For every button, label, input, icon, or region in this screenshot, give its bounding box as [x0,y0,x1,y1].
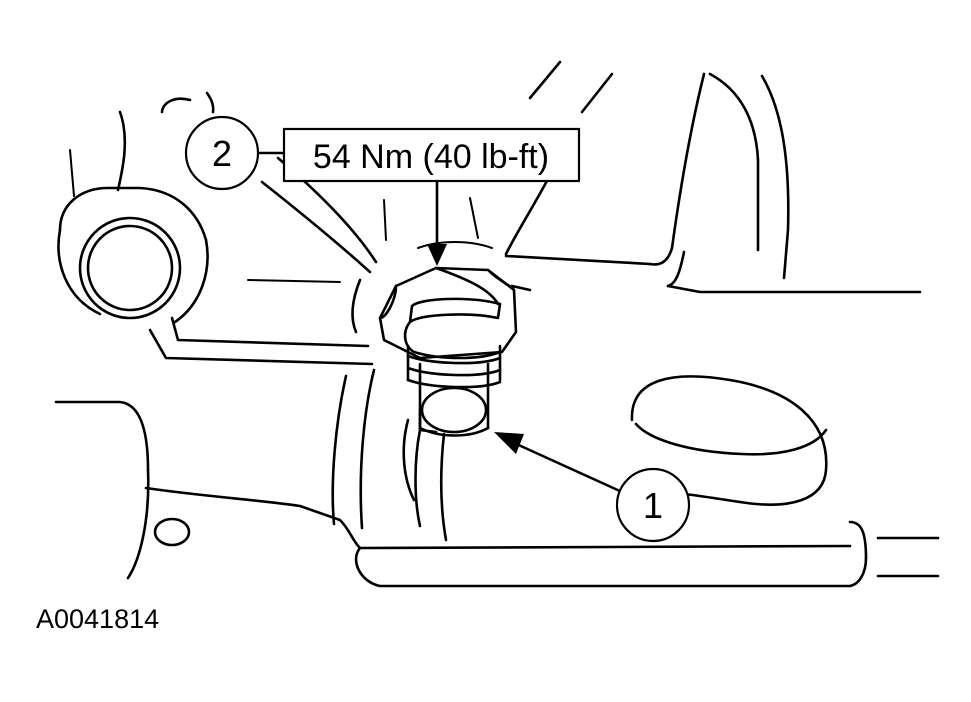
sensor-fitting [378,266,518,437]
callout-1-number: 1 [643,485,663,526]
lower-flange [54,400,940,588]
torque-spec-text: 54 Nm (40 lb-ft) [313,138,549,176]
connector-pins [402,418,448,542]
callout-1-arrow [494,432,624,494]
callout-2-number: 2 [212,133,232,174]
callout-2: 2 [184,115,260,191]
torque-arrow [427,180,447,266]
torque-spec-label: 54 Nm (40 lb-ft) [282,127,581,183]
figure-id: A0041814 [36,604,159,634]
mounting-bracket [57,91,374,366]
callout-1: 1 [615,467,691,543]
transmission-case [504,60,922,294]
